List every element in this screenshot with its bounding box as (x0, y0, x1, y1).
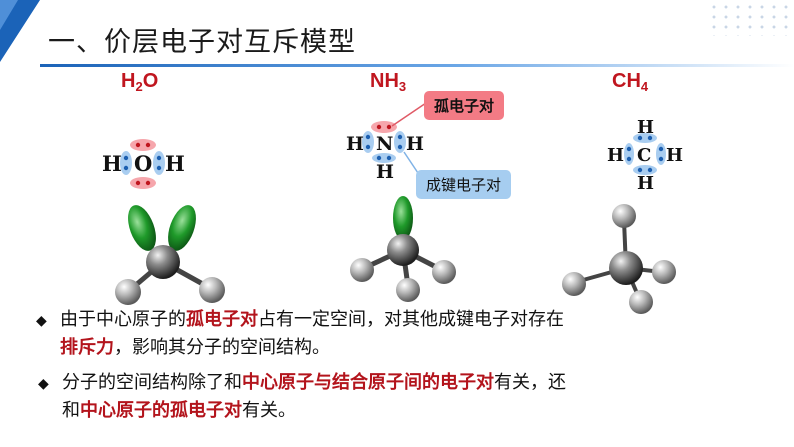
svg-text:H: H (376, 161, 394, 183)
callout-bond-pair: 成键电子对 (416, 170, 512, 199)
lewis-h2o: H O H (102, 139, 185, 189)
svg-text:C: C (637, 145, 651, 166)
diamond-bullet-icon: ◆ (36, 312, 47, 328)
callout-lone-pair: 孤电子对 (424, 91, 505, 120)
title-underline (40, 64, 794, 67)
paragraph-1: 由于中心原子的孤电子对占有一定空间，对其他成键电子对存在 排斥力，影响其分子的空… (60, 309, 564, 358)
dot-pattern-decoration (708, 2, 788, 36)
svg-text:H: H (607, 145, 624, 166)
slide-title: 一、价层电子对互斥模型 (48, 27, 356, 58)
svg-text:H: H (637, 173, 654, 194)
model-ch4 (562, 204, 676, 314)
svg-text:O: O (134, 151, 152, 176)
svg-text:H: H (165, 151, 185, 176)
paragraph-2: 分子的空间结构除了和中心原子与结合原子间的电子对有关，还 和中心原子的孤电子对有… (62, 372, 566, 421)
svg-text:H: H (637, 117, 654, 138)
svg-text:H: H (346, 133, 364, 155)
corner-accent-light (0, 0, 18, 30)
model-h2o (115, 205, 225, 305)
diamond-bullet-icon: ◆ (38, 375, 49, 391)
formula-nh3: NH3 (370, 70, 407, 94)
lewis-ch4: H H C H H (607, 117, 683, 194)
formula-ch4: CH4 (612, 70, 649, 94)
formula-h2o: H2O (121, 70, 159, 94)
svg-text:H: H (666, 145, 683, 166)
model-nh3 (350, 196, 456, 302)
svg-text:H: H (102, 151, 122, 176)
svg-text:N: N (376, 133, 393, 155)
lewis-nh3: H N H H (346, 102, 427, 183)
svg-text:H: H (406, 133, 424, 155)
